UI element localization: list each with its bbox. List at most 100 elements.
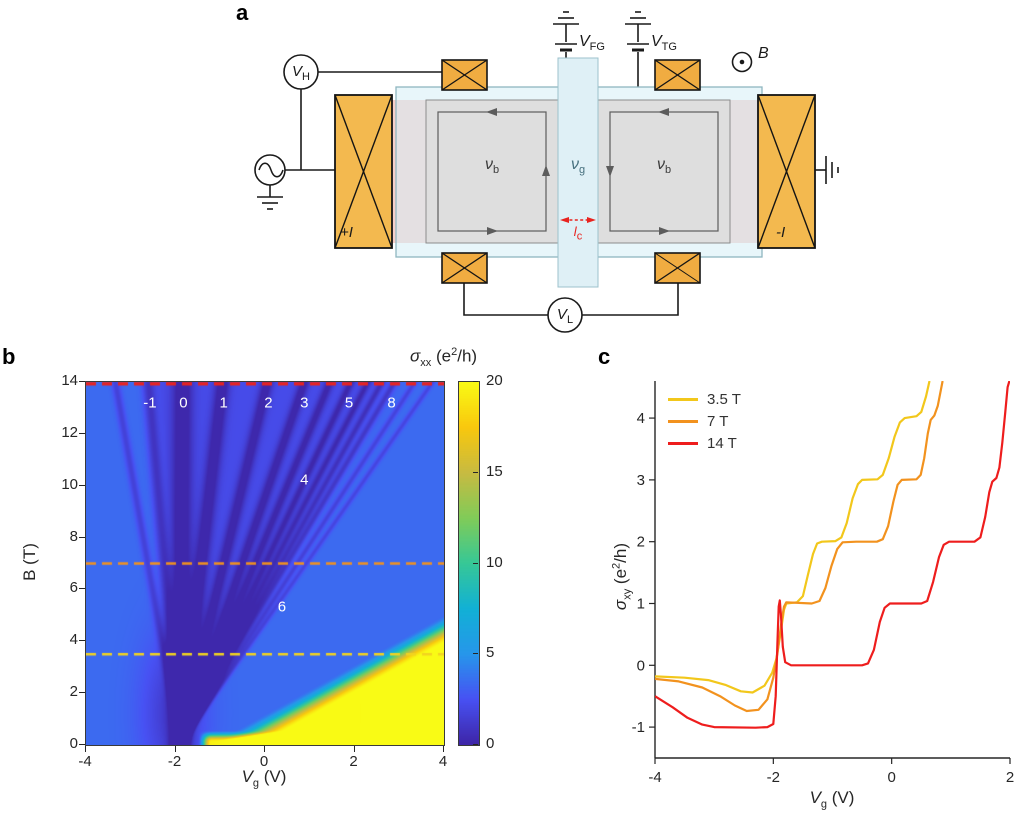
junction-width-label: lc <box>562 224 594 243</box>
y-tick-label: 4 <box>637 410 645 427</box>
vg-sub: g <box>820 798 828 811</box>
legend-row: 14 T <box>668 432 741 454</box>
filling-factor-label: 3 <box>300 394 309 412</box>
filling-factor-label: -1 <box>143 394 157 412</box>
b-axis-tick-label: 12 <box>61 423 78 441</box>
probe-contact-top-right <box>654 59 701 91</box>
vg-axis-title: Vg (V) <box>810 788 855 810</box>
current-contact-left <box>334 94 393 249</box>
panel-a-letter: a <box>236 0 249 25</box>
units-pre: (e <box>611 568 631 589</box>
vl-wire-right <box>582 283 679 316</box>
legend-label: 14 T <box>707 434 737 452</box>
panel-a-schematic: VH VL VFG VTG νb νg νb +I -I B lc <box>228 0 852 340</box>
probe-contact-top-left <box>441 59 488 91</box>
filling-factor-label: 5 <box>344 394 354 412</box>
device-schematic-svg <box>254 11 839 333</box>
b-axis-tick <box>79 381 85 382</box>
vg-axis-tick <box>264 746 265 752</box>
arrow-down-icon <box>606 166 614 177</box>
sigma-xy-axis-title: σxy (e2/h) <box>610 512 633 642</box>
ac-source-circle <box>254 154 286 186</box>
b-axis-tick <box>79 640 85 642</box>
vg-axis-tick-label: 0 <box>259 753 269 770</box>
colorbar-tick-label: 0 <box>486 735 495 752</box>
b-axis-tick-label: 10 <box>61 475 78 493</box>
ground-icon <box>257 196 283 210</box>
b-axis-tick-label: 2 <box>69 683 78 701</box>
vtg-gate-label: VTG <box>651 33 677 53</box>
nu-sub: g <box>578 164 586 177</box>
units-sup: 2 <box>610 562 623 569</box>
legend-label: 7 T <box>707 412 729 430</box>
vl-base: V <box>556 306 567 323</box>
vg-base: V <box>241 767 253 786</box>
panel-b-letter: b <box>2 344 16 369</box>
b-field-dot-icon <box>739 59 745 65</box>
colorbar-tick-label: 15 <box>486 462 503 480</box>
ground-icon <box>553 11 579 25</box>
b-axis-tick <box>79 432 85 434</box>
nu-base: ν <box>484 156 493 173</box>
arrow-right-icon <box>487 227 498 235</box>
b-axis-tick-label: 0 <box>69 735 78 752</box>
nu-b-left-region <box>425 99 559 244</box>
current-contact-right <box>757 94 816 249</box>
arrow-left-icon <box>486 108 497 116</box>
ground-icon <box>825 156 839 184</box>
vg-base: V <box>809 788 821 807</box>
y-tick-label: 3 <box>637 472 645 489</box>
vg-axis-tick-label: 2 <box>349 753 358 770</box>
vg-axis-tick <box>443 746 444 752</box>
sigma-symbol: σ <box>410 346 421 366</box>
arrow-right-icon <box>659 227 670 235</box>
panel-c-legend: 3.5 T 7 T 14 T <box>668 388 741 454</box>
vg-axis-tick-label: -2 <box>167 753 182 770</box>
vg-units: (V) <box>827 788 855 807</box>
sigma-xy-curve-14t <box>655 381 1010 729</box>
vl-meter-label: VL <box>548 306 582 326</box>
vg-axis-tick-label: 4 <box>438 753 448 770</box>
vh-meter-label: VH <box>284 63 318 83</box>
hall-voltmeter-circle <box>283 54 319 90</box>
colorbar-tick-label: 20 <box>486 372 503 389</box>
nu-base: ν <box>570 156 579 173</box>
arrow-up-icon <box>542 165 550 176</box>
arrow-left-icon <box>658 108 669 116</box>
legend-label: 3.5 T <box>707 390 741 408</box>
sigma-xy-curve-7t <box>655 381 944 713</box>
junction-width-arrow <box>560 217 596 223</box>
vfg-base: V <box>579 33 590 50</box>
b-axis-tick-label: 6 <box>69 579 78 597</box>
vfg-battery-icon <box>555 43 577 52</box>
x-tick-label: 2 <box>1006 769 1014 786</box>
units-sup: 2 <box>451 346 458 358</box>
nu-sub: b <box>664 164 672 177</box>
filling-factor-label: 8 <box>387 394 396 412</box>
legend-row: 3.5 T <box>668 388 741 410</box>
units-post: /h) <box>457 346 478 366</box>
x-tick-label: 0 <box>887 769 895 786</box>
vg-units: (V) <box>259 767 287 786</box>
y-tick-label: 1 <box>637 595 645 612</box>
nu-b-left-label: νb <box>468 156 516 176</box>
legend-line-swatch <box>668 397 698 401</box>
y-tick-label: -1 <box>632 719 645 736</box>
vtg-battery-icon <box>627 43 649 52</box>
b-axis-tick <box>79 744 85 745</box>
probe-contact-bottom-left <box>441 252 488 284</box>
colorbar-tick <box>473 471 478 473</box>
vg-sub: g <box>252 777 260 790</box>
sigma-symbol: σ <box>611 599 631 611</box>
b-axis-tick-label: 4 <box>69 631 78 649</box>
sigma-sub: xx <box>420 357 432 370</box>
legend-row: 7 T <box>668 410 741 432</box>
nu-b-right-label: νb <box>640 156 688 176</box>
colorbar-title: σxx (e2/h) <box>410 346 477 369</box>
vg-axis-tick-label: -4 <box>78 753 92 770</box>
nu-g-strip <box>557 57 599 288</box>
